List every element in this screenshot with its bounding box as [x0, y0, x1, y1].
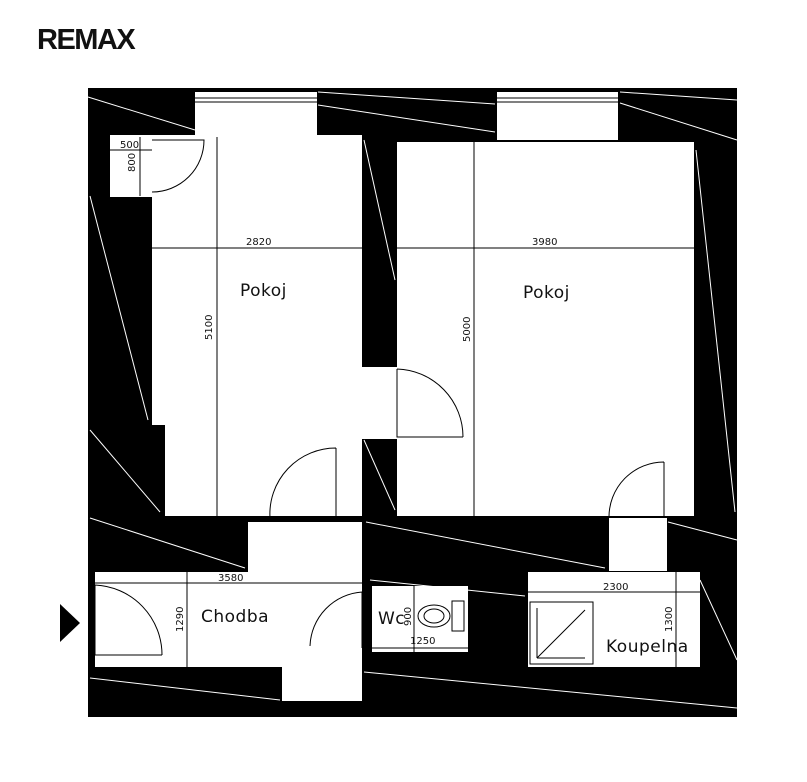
- shower-tray: [529, 601, 594, 665]
- room-pokoj-left-floor: [152, 135, 362, 516]
- wall-hatching: [87, 91, 738, 709]
- dim-closet-length: 800: [127, 153, 138, 172]
- room-koupelna-floor: [528, 572, 700, 667]
- room-pokoj-right-floor: [397, 142, 694, 516]
- doors: [94, 139, 665, 656]
- dim-chodba-width: 3580: [218, 573, 243, 584]
- dim-pokoj-left-length: 5100: [204, 315, 215, 340]
- door-koupelna: [608, 461, 665, 519]
- dim-koupelna-width: 2300: [603, 582, 628, 593]
- windows: [195, 97, 618, 103]
- dim-koupelna-length: 1300: [664, 607, 675, 632]
- door-wc: [309, 591, 363, 648]
- closet-floor: [110, 135, 152, 197]
- dim-pokoj-right-width: 3980: [532, 237, 557, 248]
- entrance-arrow-icon: [60, 604, 80, 642]
- door-closet: [151, 139, 205, 193]
- room-floors: [95, 92, 700, 701]
- door-pokoj-left: [269, 447, 337, 519]
- room-label-wc: Wc: [378, 609, 405, 629]
- door-entrance: [94, 584, 163, 656]
- dimension-lines: [95, 137, 700, 667]
- room-label-pokoj-left: Pokoj: [240, 281, 287, 301]
- dim-wc-length: 900: [403, 607, 414, 626]
- room-label-koupelna: Koupelna: [606, 637, 689, 657]
- door-pokoj-right: [396, 368, 464, 438]
- dim-chodba-length: 1290: [175, 607, 186, 632]
- room-label-chodba: Chodba: [201, 607, 269, 627]
- room-label-pokoj-right: Pokoj: [523, 283, 570, 303]
- dim-wc-width: 1250: [410, 636, 435, 647]
- toilet: [417, 600, 465, 632]
- remax-logo: REMAX: [37, 24, 136, 56]
- dim-pokoj-right-length: 5000: [462, 317, 473, 342]
- dim-pokoj-left-width: 2820: [246, 237, 271, 248]
- dim-closet-width: 500: [120, 140, 139, 151]
